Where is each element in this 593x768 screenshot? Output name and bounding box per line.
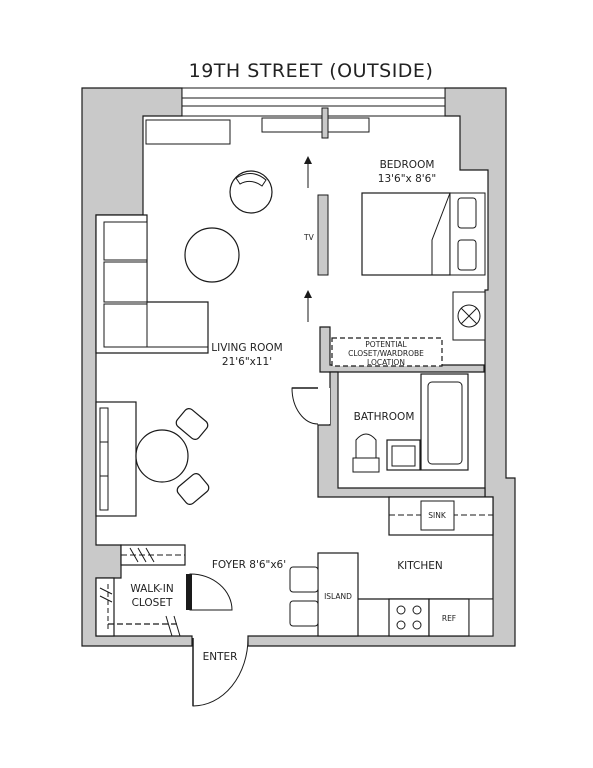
dining-table <box>135 429 189 483</box>
sink <box>420 500 455 531</box>
foyer-name: FOYER 8'6"x6' <box>212 559 286 571</box>
kitchen-name: KITCHEN <box>397 560 443 572</box>
window-band <box>181 87 446 117</box>
tv-wall <box>317 194 329 276</box>
walk-in-closet-line2: CLOSET <box>132 597 173 609</box>
living-room-dims: 21'6"x11' <box>222 356 272 368</box>
bed <box>361 192 451 276</box>
bathroom-door <box>291 387 319 425</box>
island-label: ISLAND <box>324 592 352 601</box>
stove <box>388 598 430 637</box>
bedroom-dims: 13'6"x 8'6" <box>378 173 436 185</box>
dining-chair-bottom <box>176 473 210 505</box>
sink-label: SINK <box>428 511 447 520</box>
closet-label-2: CLOSET/WARDROBE <box>348 349 424 358</box>
tv-label: TV <box>303 233 315 242</box>
bathroom-name: BATHROOM <box>354 411 415 423</box>
armchair <box>229 170 273 214</box>
dining-chair-top <box>175 408 209 440</box>
walk-in-closet-line1: WALK-IN <box>130 583 173 595</box>
kitchen-island <box>317 552 359 637</box>
sofa <box>95 401 137 517</box>
enter-label: ENTER <box>203 651 238 663</box>
coffee-table <box>184 227 240 283</box>
entry-door <box>192 637 249 707</box>
bedroom-name: BEDROOM <box>380 159 435 171</box>
potential-closet <box>331 337 443 367</box>
closet-door <box>189 573 233 611</box>
closet-label-3: LOCATION <box>367 358 405 367</box>
toilet <box>352 433 380 473</box>
living-room-name: LIVING ROOM <box>211 342 282 354</box>
walk-in-closet-shelf-side <box>95 577 115 637</box>
refrigerator <box>428 598 470 637</box>
ref-label: REF <box>442 614 456 623</box>
plan-title: 19TH STREET (OUTSIDE) <box>189 60 434 82</box>
closet-label-1: POTENTIAL <box>365 340 407 349</box>
interior-wall-bedroom <box>319 326 485 373</box>
